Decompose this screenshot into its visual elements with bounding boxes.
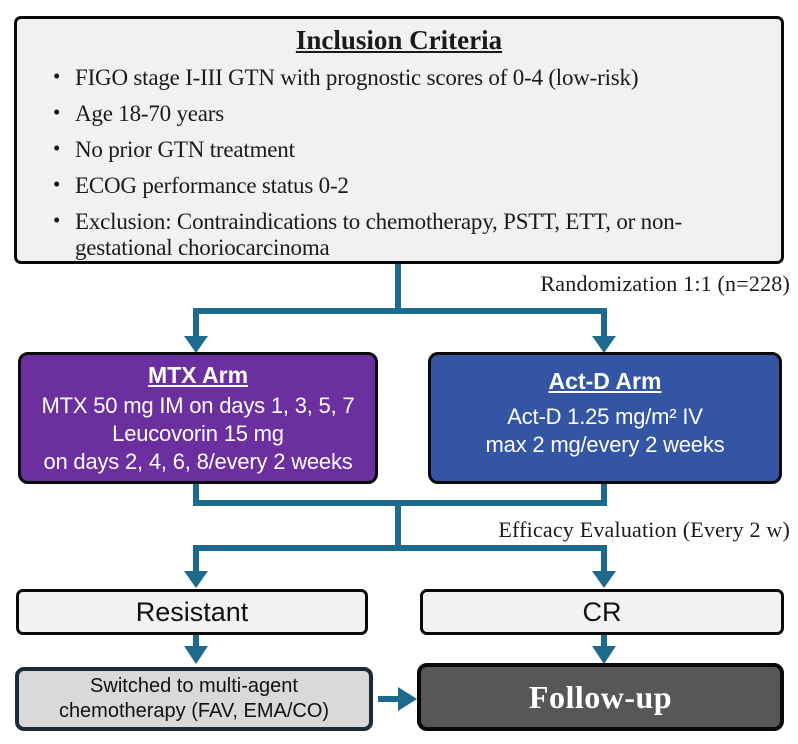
arrow-right-into-followup: [398, 687, 417, 711]
criteria-item: No prior GTN treatment: [53, 137, 755, 163]
mtx-arm-line: Leucovorin 15 mg: [112, 421, 284, 447]
cr-label: CR: [582, 596, 622, 627]
actd-arm-title: Act-D Arm: [548, 368, 662, 394]
arrow-down-into-cr: [592, 571, 616, 588]
mtx-arm-line: on days 2, 4, 6, 8/every 2 weeks: [43, 449, 353, 475]
mtx-arm-title: MTX Arm: [147, 362, 249, 388]
arrow-down-into-resistant: [184, 571, 208, 588]
resistant-label: Resistant: [135, 596, 249, 627]
actd-arm-line: Act-D 1.25 mg/m² IV: [507, 404, 703, 429]
switched-line: chemotherapy (FAV, EMA/CO): [58, 700, 330, 722]
switched-chemotherapy-box: Switched to multi-agent chemotherapy (FA…: [15, 667, 373, 731]
actd-arm-line: max 2 mg/every 2 weeks: [485, 432, 725, 458]
efficacy-evaluation-label: Efficacy Evaluation (Every 2 w): [498, 517, 790, 542]
arrow-down-into-actd: [592, 336, 616, 353]
inclusion-criteria-list: FIGO stage I-III GTN with prognostic sco…: [31, 65, 767, 261]
inclusion-criteria-box: Inclusion Criteria FIGO stage I-III GTN …: [14, 16, 784, 264]
resistant-box: Resistant: [16, 589, 368, 635]
arrow-down-into-mtx: [184, 336, 208, 353]
criteria-item: FIGO stage I-III GTN with prognostic sco…: [53, 65, 755, 91]
criteria-item: Age 18-70 years: [53, 101, 755, 127]
randomization-label: Randomization 1:1 (n=228): [540, 271, 790, 296]
criteria-item: ECOG performance status 0-2: [53, 173, 755, 199]
criteria-item: Exclusion: Contraindications to chemothe…: [53, 209, 755, 261]
followup-box: Follow-up: [417, 663, 784, 731]
switched-line: Switched to multi-agent: [90, 675, 298, 697]
arrow-down-into-followup: [592, 646, 616, 664]
cr-box: CR: [420, 589, 784, 635]
inclusion-criteria-title: Inclusion Criteria: [295, 25, 503, 55]
mtx-arm-box: MTX Arm MTX 50 mg IM on days 1, 3, 5, 7 …: [18, 352, 378, 484]
actd-arm-box: Act-D Arm Act-D 1.25 mg/m² IV max 2 mg/e…: [428, 352, 782, 484]
followup-label: Follow-up: [528, 678, 673, 715]
mtx-arm-line: MTX 50 mg IM on days 1, 3, 5, 7: [41, 393, 355, 418]
arrow-down-into-switched: [184, 646, 208, 664]
